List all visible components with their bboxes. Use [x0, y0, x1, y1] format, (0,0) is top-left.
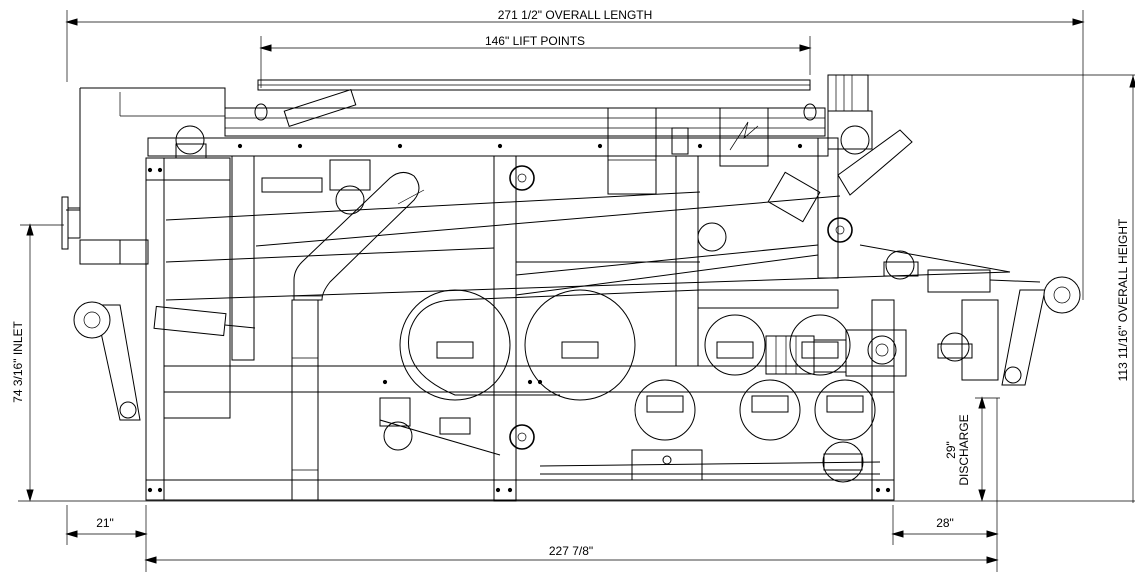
upper-drive: [767, 74, 913, 223]
bearings: [175, 143, 973, 481]
lift-eyes: [254, 103, 817, 121]
fasteners: [147, 143, 891, 493]
rollers: [175, 125, 970, 483]
tracking-arms: [73, 276, 1081, 421]
left-offset-label: 21": [96, 516, 114, 530]
air-cylinders: [153, 88, 1041, 337]
tension-handwheels: [509, 165, 853, 450]
lift-points-label: 146" LIFT POINTS: [485, 34, 585, 48]
machine-frame: [61, 79, 895, 502]
overall-length-label: 271 1/2" OVERALL LENGTH: [498, 8, 653, 22]
belt-paths: [165, 191, 1011, 475]
right-offset-label: 28": [936, 516, 954, 530]
discharge-value-label: 29": [944, 441, 958, 459]
inlet-label: 74 3/16" INLET: [11, 321, 25, 403]
overall-height-label: 113 11/16" OVERALL HEIGHT: [1116, 218, 1130, 381]
control-panels: [607, 107, 769, 195]
lower-drive: [765, 329, 907, 377]
lower-assemblies: [261, 159, 471, 435]
base-length-label: 227 7/8": [549, 544, 593, 558]
discharge-text-label: DISCHARGE: [957, 414, 971, 485]
dimension-lines: [18, 10, 1135, 572]
